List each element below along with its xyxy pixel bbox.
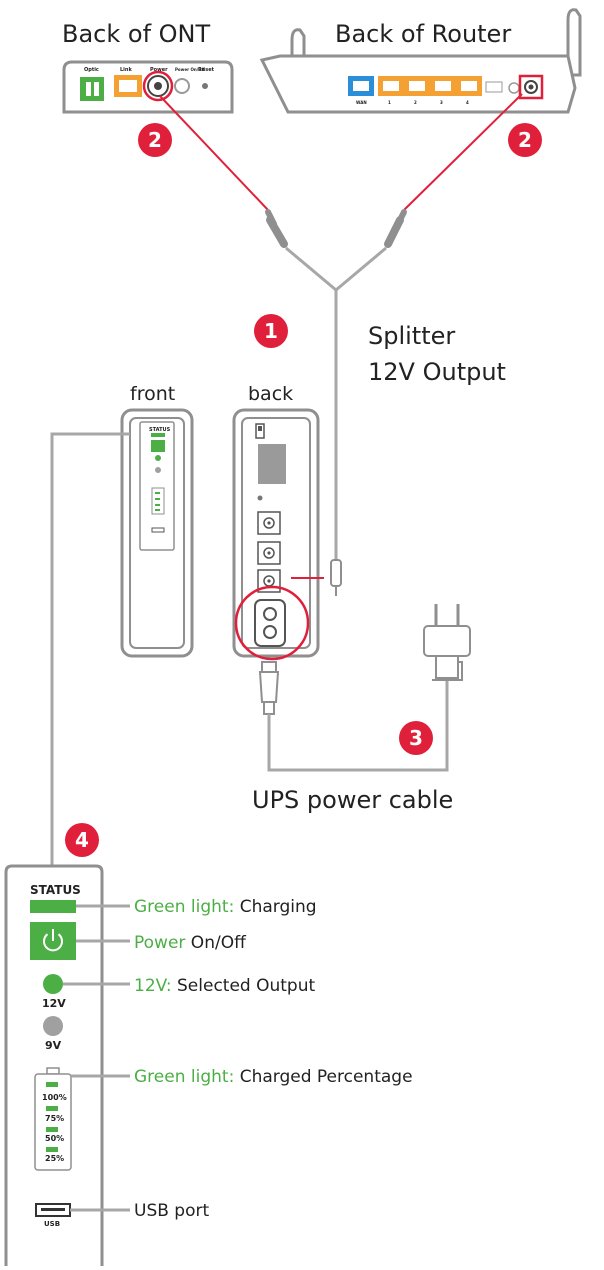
zoom-connector-line [50,432,130,870]
router-port-label-2: 2 [414,100,417,105]
ont-power-lead [159,95,269,211]
callout-12v: 12V: Selected Output [134,976,315,996]
battery-25-label: 25% [45,1154,64,1163]
ont-power-highlight [142,70,174,102]
router-port-label-3: 3 [440,100,443,105]
back-of-router-label: Back of Router [335,20,511,48]
battery-50-label: 50% [45,1134,64,1143]
callout-usb: USB port [134,1201,209,1221]
back-of-ont-label: Back of ONT [62,20,211,48]
router-port-label-1: 1 [388,100,391,105]
battery-bar-75 [46,1106,58,1111]
svg-text:2: 2 [518,128,532,152]
step-badge-4: 4 [65,823,99,857]
power-icon [43,929,63,952]
ac-inlet-highlight [234,585,310,661]
front-label: front [130,383,175,405]
splitter-cable [265,209,407,596]
charging-light [30,900,76,913]
ont-port-label-reset: Reset [198,67,215,73]
12v-label: 12V [42,997,66,1010]
router-port-label-4: 4 [466,100,469,105]
step-badge-2-left: 2 [138,123,172,157]
ups-power-cable [258,604,471,772]
mini-status-text: STATUS [149,427,171,433]
step-badge-3: 3 [399,721,433,755]
ups-front-small: STATUS [120,408,194,658]
ont-device: Optic Link Power Power On/Off Reset [62,60,234,114]
splitter-output-label: 12V Output [368,358,506,386]
ont-port-label-power: Power [150,67,168,73]
ont-power-button [174,78,190,94]
battery-bar-100 [46,1082,58,1087]
ont-port-label-link: Link [120,67,132,73]
callout-power: Power On/Off [134,933,247,953]
callout-charging: Green light: Charging [134,897,317,917]
battery-bar-25 [46,1147,58,1152]
battery-gauge: 100% 75% 50% 25% [34,1067,72,1171]
svg-text:1: 1 [264,319,278,343]
usb-label: USB [44,1220,60,1228]
splitter-label: Splitter [368,322,455,350]
ont-optic-port [80,77,104,101]
step-badge-2-right: 2 [508,123,542,157]
svg-text:4: 4 [75,828,89,852]
ont-port-label-optic: Optic [84,67,99,73]
9v-indicator [43,1016,63,1036]
ont-reset-hole [202,83,208,89]
ups-power-cable-label: UPS power cable [252,786,453,814]
9v-label: 9V [45,1039,62,1052]
status-label: STATUS [30,883,81,897]
router-device: WAN 1 2 3 4 [259,8,582,114]
svg-text:3: 3 [409,726,423,750]
svg-text:2: 2 [148,128,162,152]
ont-port-label-power-onoff: Power On/Off [175,67,206,72]
callout-battery: Green light: Charged Percentage [134,1067,413,1087]
battery-100-label: 100% [42,1093,67,1102]
12v-indicator [43,974,63,994]
step-badge-1: 1 [254,314,288,348]
back-label: back [248,383,293,405]
battery-bar-50 [46,1127,58,1132]
battery-75-label: 75% [45,1114,64,1123]
ups-back-small [232,408,320,661]
ups-front-panel-large: STATUS 12V 9V 100% 75% 50% 25% USB [4,864,104,1266]
router-port-label-wan: WAN [356,100,367,105]
router-power-lead [403,93,523,211]
